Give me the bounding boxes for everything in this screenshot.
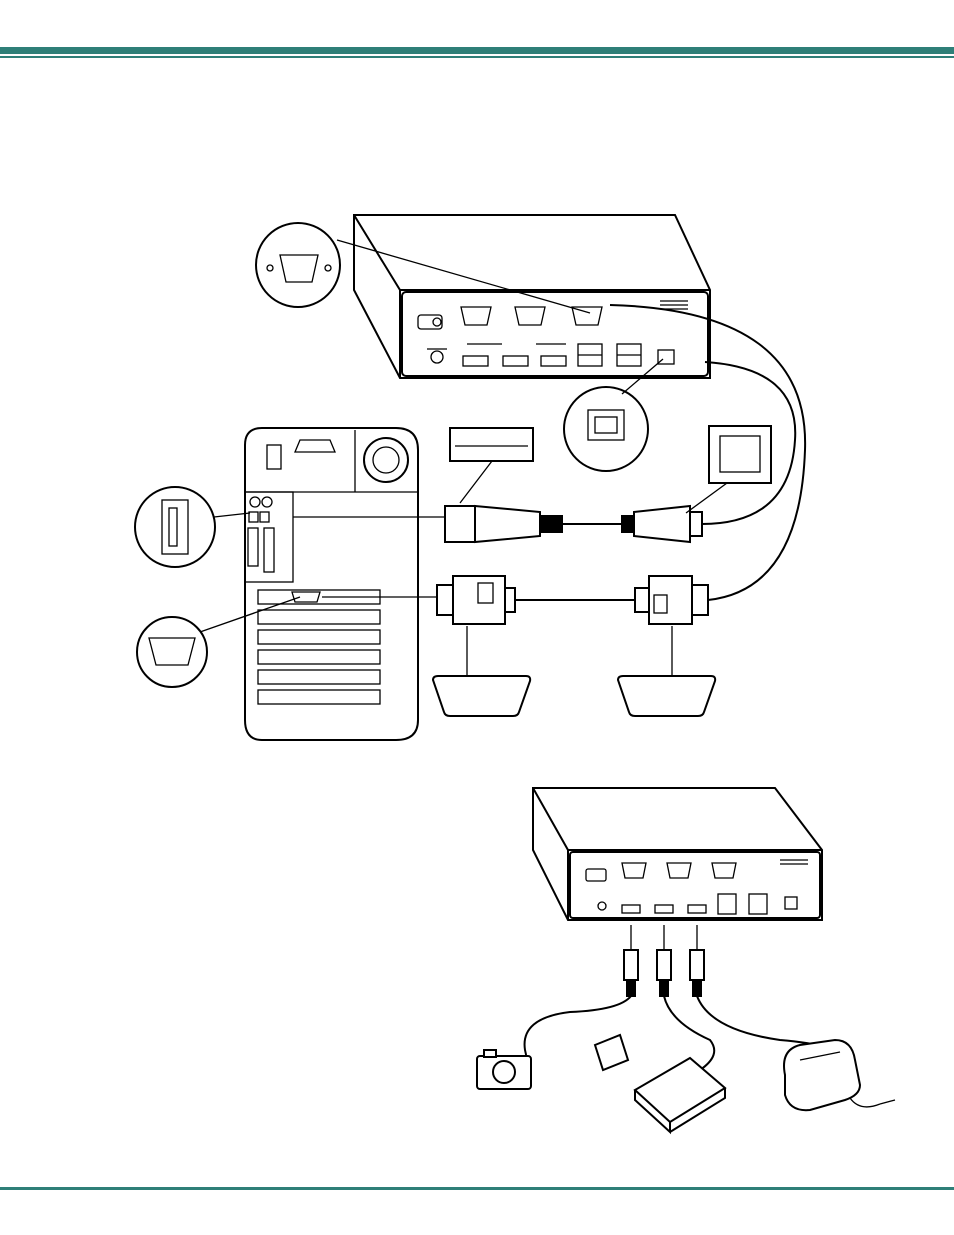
vga-female-plug <box>649 576 692 624</box>
usb-a-port-callout <box>135 487 250 567</box>
kvm-switch-bottom <box>533 788 822 920</box>
computer-tower <box>245 428 418 740</box>
camera-icon <box>477 1050 531 1089</box>
footer-rule <box>0 1187 954 1190</box>
usb-b-plug-callout <box>686 426 771 513</box>
usb-a-plug <box>445 506 475 542</box>
usb-a-plug-callout <box>450 428 533 503</box>
printer-icon <box>784 1040 895 1110</box>
usb-b-plug <box>690 512 702 536</box>
external-drive-icon <box>595 1035 725 1132</box>
usb-device-plugs <box>624 925 704 996</box>
vga-female-plug-callout <box>618 626 715 716</box>
vga-male-plug-callout <box>433 626 530 716</box>
